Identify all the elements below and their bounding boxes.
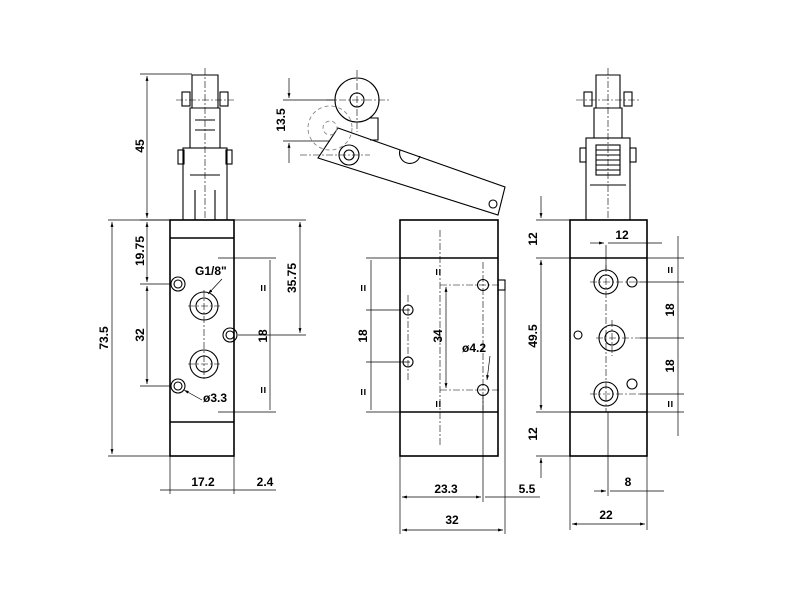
rear-actuator	[576, 68, 640, 225]
rear-dim-12-bottom: 12	[526, 427, 540, 441]
front-dim-17-2: 17.2	[191, 475, 215, 489]
front-equal-lower: =	[256, 386, 270, 393]
front-ports	[170, 276, 238, 394]
front-port-thread: G1/8"	[195, 264, 227, 278]
front-dim-18: 18	[256, 329, 270, 343]
side-body	[399, 219, 499, 457]
lever-side-view: 13.5 18 = = 34 = = ø4.2	[274, 70, 540, 534]
rear-dim-18-upper: 18	[663, 303, 677, 317]
front-body	[169, 219, 235, 457]
side-equal-top: =	[431, 268, 445, 275]
lever-dim-13-5: 13.5	[274, 108, 288, 132]
front-equal-upper: =	[256, 284, 270, 291]
side-hole-diameter: ø4.2	[462, 341, 486, 355]
front-hole-diameter: ø3.3	[203, 391, 227, 405]
rear-dim-49-5: 49.5	[526, 324, 540, 348]
side-equal-lower: =	[356, 388, 370, 395]
front-dim-35-75: 35.75	[285, 263, 299, 293]
rear-dim-18-lower: 18	[663, 359, 677, 373]
side-dim-23-3: 23.3	[434, 482, 458, 496]
rear-dim-12-top: 12	[526, 232, 540, 246]
front-dim-2-4: 2.4	[257, 475, 274, 489]
side-dim-34: 34	[431, 329, 445, 343]
front-dim-19-75: 19.75	[133, 236, 147, 266]
rear-view: 12 49.5 12 12 18 18 = = 8 22	[526, 68, 684, 530]
side-dim-18: 18	[356, 329, 370, 343]
side-dim-5-5: 5.5	[519, 482, 536, 496]
front-dim-73-5: 73.5	[97, 326, 111, 350]
side-equal-upper: =	[356, 284, 370, 291]
front-view: 45 19.75 32 73.5 35.75 18 = = 17.2 2.4 G…	[97, 68, 306, 494]
rear-dim-12-horizontal: 12	[615, 228, 629, 242]
rear-dim-22: 22	[599, 508, 613, 522]
rear-dim-8: 8	[625, 475, 632, 489]
side-equal-bottom: =	[431, 400, 445, 407]
side-dim-32: 32	[445, 513, 459, 527]
front-dim-45: 45	[133, 139, 147, 153]
rear-body	[569, 219, 648, 457]
front-actuator	[176, 68, 234, 225]
rear-equal-upper: =	[663, 266, 677, 273]
rear-equal-lower: =	[663, 400, 677, 407]
front-dim-32: 32	[133, 328, 147, 342]
